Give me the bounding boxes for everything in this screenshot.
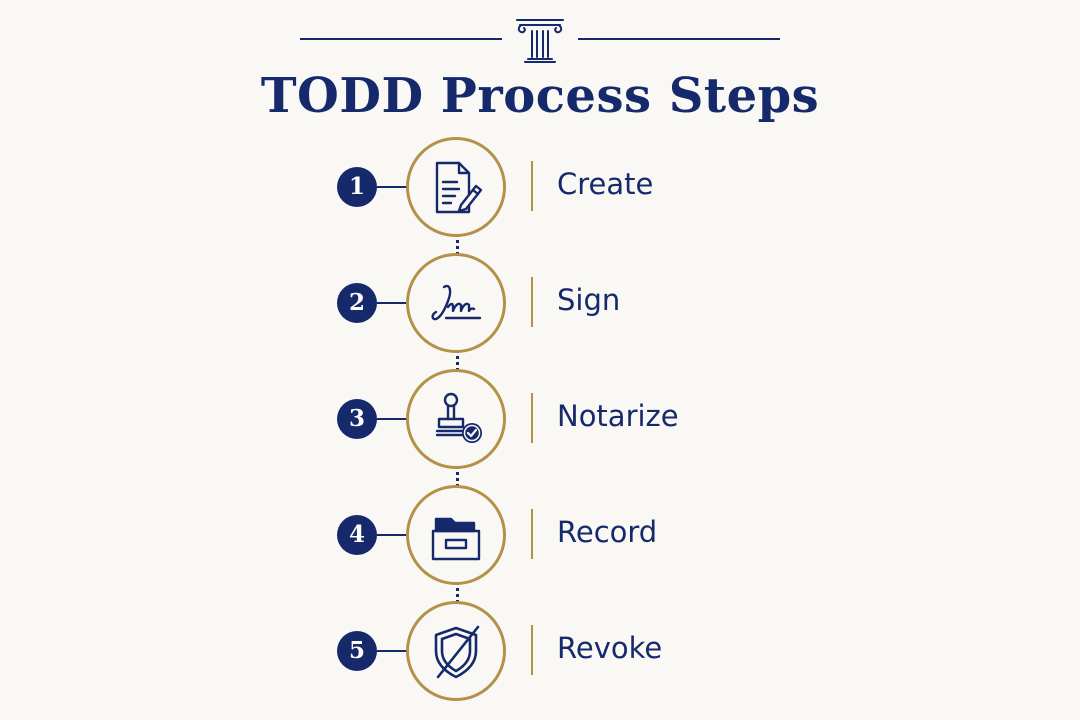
step-label: Revoke: [557, 631, 663, 665]
step-divider: [531, 625, 533, 675]
step-divider: [531, 277, 533, 327]
step-icon-ring: [406, 485, 506, 585]
process-step-sign: 2 Sign: [0, 253, 1080, 353]
step-label: Record: [557, 515, 658, 549]
step-label: Create: [557, 167, 654, 201]
step-connector: [456, 350, 459, 371]
process-step-create: 1 Create: [0, 137, 1080, 237]
step-number-link: [377, 534, 407, 536]
stamp-check-icon: [435, 392, 482, 443]
step-label: Notarize: [557, 399, 679, 433]
greek-column-icon: [516, 19, 564, 63]
step-number-badge: 2: [337, 283, 377, 323]
step-number-badge: 1: [337, 167, 377, 207]
step-divider: [531, 161, 533, 211]
step-number-badge: 3: [337, 399, 377, 439]
step-icon-ring: [406, 369, 506, 469]
step-connector: [456, 466, 459, 487]
process-step-revoke: 5 Revoke: [0, 601, 1080, 701]
step-number-link: [377, 418, 407, 420]
step-number-link: [377, 186, 407, 188]
header-rule-left: [300, 38, 502, 40]
page-title: TODD Process Steps: [260, 68, 820, 124]
step-divider: [531, 393, 533, 443]
step-number-link: [377, 650, 407, 652]
shield-slash-icon: [434, 625, 480, 679]
step-number-badge: 4: [337, 515, 377, 555]
step-number-link: [377, 302, 407, 304]
step-number-badge: 5: [337, 631, 377, 671]
step-label: Sign: [557, 283, 621, 317]
header-rule-right: [578, 38, 780, 40]
step-divider: [531, 509, 533, 559]
step-icon-ring: [406, 137, 506, 237]
step-icon-ring: [406, 253, 506, 353]
step-connector: [456, 234, 459, 255]
process-step-notarize: 3 Notarize: [0, 369, 1080, 469]
signature-icon: [431, 284, 482, 321]
process-step-record: 4 Record: [0, 485, 1080, 585]
document-pen-icon: [435, 161, 483, 214]
step-icon-ring: [406, 601, 506, 701]
file-box-icon: [431, 517, 481, 561]
step-connector: [456, 582, 459, 603]
